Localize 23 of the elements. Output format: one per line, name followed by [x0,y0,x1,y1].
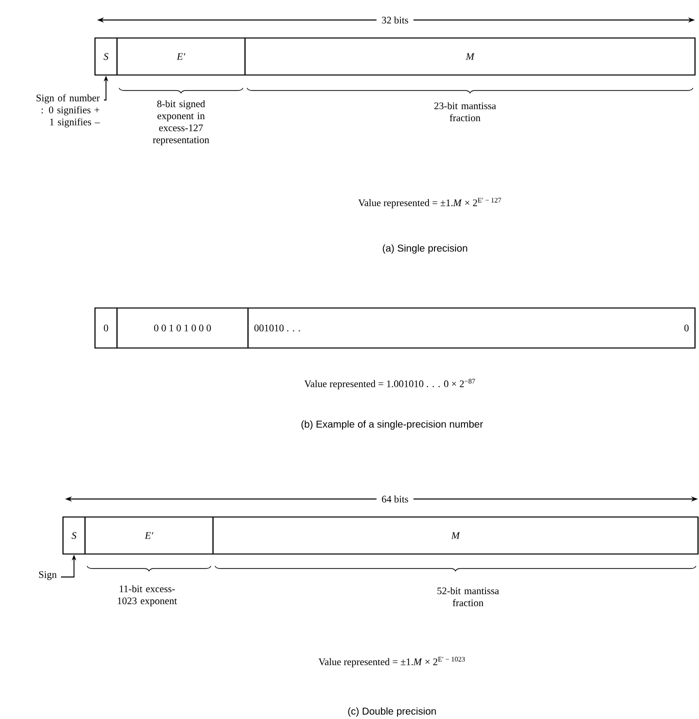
sign-note: Sign [39,571,57,580]
caption: (b) Example of a single-precision number [301,420,483,430]
formula-text: Value represented = ±1.M × 2$^{E′ − 127}$ [358,198,502,208]
formula-text: Value represented = ±1.M × 2$^{E′ − 1023}$ [318,656,465,668]
bit-field: 001010 . . . 0 [247,307,696,349]
bit-field: S [94,37,118,76]
bit-field: 0 0 1 0 1 0 0 0 [116,307,249,349]
field-description: 11-bit excess-1023 exponent [118,585,177,606]
sign-note: Sign of number : 0 signifies + 1 signifies – [36,94,100,128]
bit-field: E′ [84,516,214,555]
field-description: 23-bit mantissa fraction [434,102,496,122]
caption: (c) Double precision [348,707,436,717]
caption: (a) Single precision [382,244,468,254]
bit-field: E′ [116,37,246,76]
bit-field: 0 [94,307,118,349]
field-description: 8-bit signed exponent in excess-127 representation [152,100,210,146]
bit-field: M [244,37,696,76]
bit-field: M [212,516,699,555]
dimension-label: 64 bits [376,494,414,504]
field-description: 52-bit mantissa fraction [437,587,499,606]
dimension-label: 32 bits [376,15,414,25]
bit-field: S [62,516,86,555]
formula-text: Value represented = 1.001010 . . . 0 × 2$^{−87}$ [304,378,476,390]
